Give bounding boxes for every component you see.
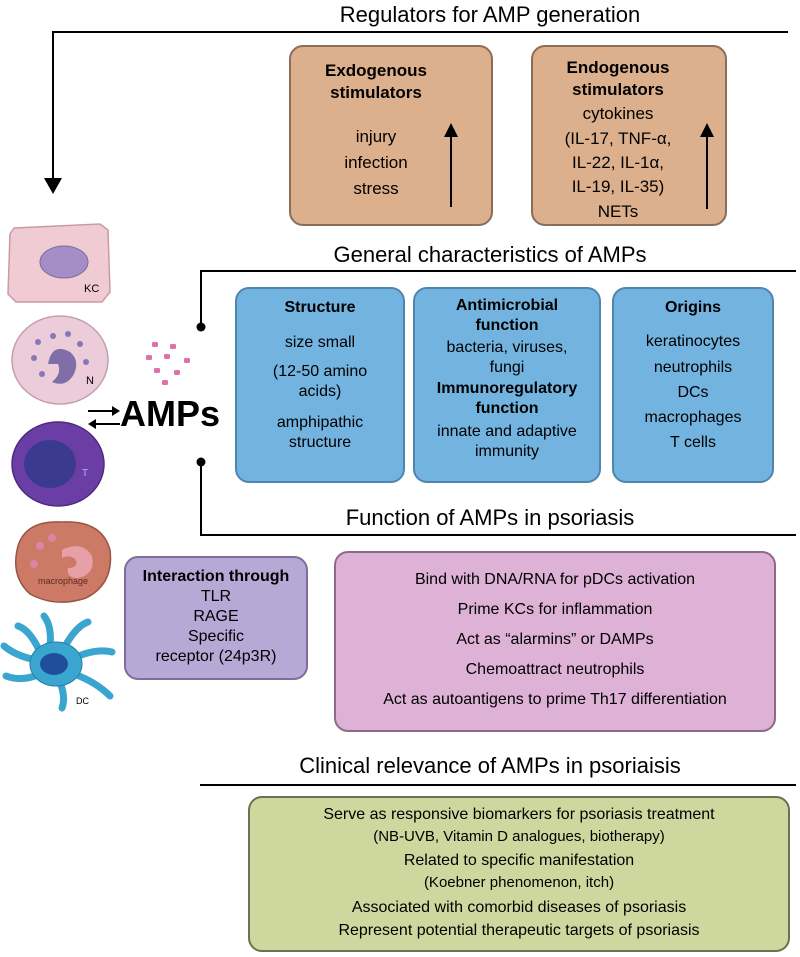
exo-title-2: stimulators: [330, 83, 422, 102]
clinical-line-3: Related to specific manifestation: [403, 852, 635, 869]
exo-item-injury: injury: [355, 127, 397, 146]
bidirectional-arrows-icon: [88, 406, 120, 429]
kc-label: KC: [84, 283, 99, 295]
origins-line-2: neutrophils: [653, 359, 733, 376]
dendritic-cell-icon: DC: [0, 612, 116, 712]
clinical-box: Serve as responsive biomarkers for psori…: [248, 796, 790, 952]
endo-title-2: stimulators: [572, 80, 664, 99]
t-label: T: [82, 468, 88, 479]
structure-line-2: (12-50 amino: [272, 363, 368, 380]
interaction-line-tlr: TLR: [200, 588, 232, 605]
antimicrobial-line-2: fungi: [489, 359, 525, 376]
function-left-line: [200, 462, 202, 536]
clinical-title: Clinical relevance of AMPs in psoriaisis: [299, 753, 681, 778]
clinical-line-1: Serve as responsive biomarkers for psori…: [323, 806, 715, 823]
clinical-line-2: (NB-UVB, Vitamin D analogues, biotherapy…: [373, 828, 665, 845]
function-item: Prime KCs for inflammation: [457, 601, 653, 618]
immuno-title-1: Immunoregulatory: [436, 380, 578, 397]
interaction-title: Interaction through: [142, 568, 290, 585]
structure-box: Structure size small (12-50 amino acids)…: [235, 287, 405, 483]
exo-item-stress: stress: [353, 179, 399, 198]
exogenous-stimulators-box: Exdogenous stimulators injury infection …: [289, 45, 493, 226]
up-arrow-icon: [700, 123, 714, 209]
interaction-box: Interaction through TLR RAGE Specific re…: [124, 556, 308, 680]
exo-item-infection: infection: [344, 153, 408, 172]
structure-line-1: size small: [284, 334, 356, 351]
origins-line-5: T cells: [670, 434, 716, 451]
endo-line-3: IL-19, IL-35): [571, 177, 665, 196]
endo-line-cytokines: cytokines: [582, 104, 654, 123]
antimicrobial-line-1: bacteria, viruses,: [446, 339, 568, 356]
antimicrobial-title-1: Antimicrobial: [455, 297, 559, 314]
t-cell-icon: T: [11, 421, 105, 507]
origins-line-1: keratinocytes: [645, 333, 741, 350]
structure-line-3: acids): [298, 383, 342, 400]
clinical-line-5: Associated with comorbid diseases of pso…: [351, 899, 687, 916]
endo-line-nets: NETs: [597, 202, 639, 221]
structure-line-4: amphipathic: [276, 414, 364, 431]
regulators-left-line: [52, 31, 54, 181]
structure-title: Structure: [284, 299, 356, 316]
immuno-line-1: innate and adaptive: [437, 423, 577, 440]
bullet-dot-icon: [196, 322, 206, 332]
interaction-line-rage: RAGE: [193, 608, 239, 625]
function-item: Act as autoantigens to prime Th17 differ…: [383, 691, 727, 708]
amp-particles-icon: [146, 342, 190, 385]
characteristics-left-line: [200, 270, 202, 328]
immuno-title-2: function: [475, 400, 539, 417]
origins-line-4: macrophages: [644, 409, 742, 426]
function-list-box: Bind with DNA/RNA for pDCs activation Pr…: [334, 551, 776, 732]
origins-title: Origins: [664, 299, 721, 316]
function-item: Chemoattract neutrophils: [465, 661, 645, 678]
function-characteristics-box: Antimicrobial function bacteria, viruses…: [413, 287, 601, 483]
macrophage-cell-icon: macrophage: [15, 521, 112, 603]
interaction-line-receptor: receptor (24p3R): [155, 648, 277, 665]
function-bottom-line: [200, 534, 796, 536]
immuno-line-2: immunity: [474, 443, 539, 460]
regulators-title: Regulators for AMP generation: [339, 2, 641, 27]
structure-line-5: structure: [288, 434, 352, 451]
regulators-top-line: [52, 31, 788, 33]
dc-label: DC: [76, 696, 89, 706]
endo-title-1: Endogenous: [566, 58, 670, 77]
function-title: Function of AMPs in psoriasis: [345, 505, 635, 530]
characteristics-top-line: [200, 270, 796, 272]
up-arrow-icon: [444, 123, 458, 207]
clinical-line-6: Represent potential therapeutic targets …: [338, 922, 700, 939]
antimicrobial-title-2: function: [475, 317, 539, 334]
exo-title-1: Exdogenous: [324, 61, 427, 80]
neutrophil-cell-icon: N: [11, 315, 109, 405]
macrophage-label: macrophage: [38, 576, 88, 586]
characteristics-title: General characteristics of AMPs: [333, 242, 647, 267]
clinical-line-4: (Koebner phenomenon, itch): [423, 874, 615, 891]
n-label: N: [86, 375, 94, 387]
function-item: Act as “alarmins” or DAMPs: [456, 631, 654, 648]
endo-line-1: (IL-17, TNF-α,: [564, 129, 672, 148]
function-item: Bind with DNA/RNA for pDCs activation: [414, 571, 696, 588]
clinical-top-line: [200, 784, 796, 786]
origins-line-3: DCs: [677, 384, 709, 401]
endogenous-stimulators-box: Endogenous stimulators cytokines (IL-17,…: [531, 45, 727, 226]
endo-line-2: IL-22, IL-1α,: [571, 153, 665, 172]
down-arrow-icon: [44, 178, 62, 194]
interaction-line-specific: Specific: [187, 628, 245, 645]
amps-label: AMPs: [120, 393, 221, 434]
origins-box: Origins keratinocytes neutrophils DCs ma…: [612, 287, 774, 483]
keratinocyte-cell-icon: KC: [7, 223, 111, 303]
